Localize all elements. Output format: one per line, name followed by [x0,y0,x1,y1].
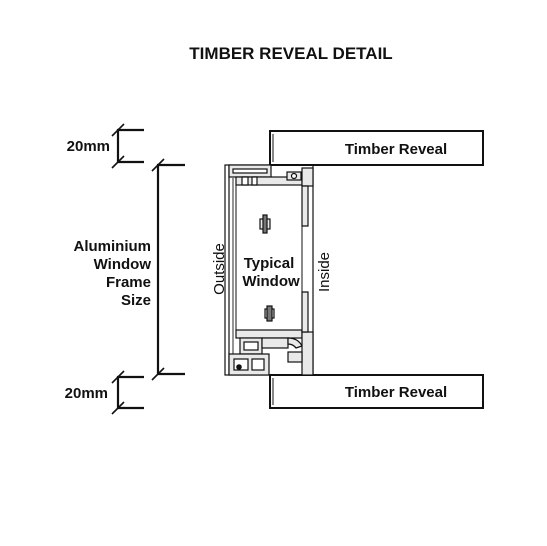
sill-profile [228,291,314,376]
timber-reveal-bottom-board [269,374,484,409]
bottom-20mm-label: 20mm [65,385,108,402]
diagram-title: TIMBER REVEAL DETAIL [189,44,392,63]
timber-reveal-top-board [269,130,484,166]
top-glazing-bead [259,214,271,234]
top-20mm-label: 20mm [67,138,110,155]
top-20mm-bracket [116,128,144,164]
timber-reveal-bottom-label: Timber Reveal [345,384,447,401]
bottom-20mm-dimension: 20mm [65,370,144,415]
inside-label: Inside [316,252,333,292]
window-label-line-1: Typical [244,255,295,272]
frame-size-label-line-2: Window [94,256,152,273]
frame-size-label-line-1: Aluminium [74,238,152,255]
outside-label: Outside [211,243,228,295]
bottom-20mm-bracket [116,375,144,410]
bottom-glazing-bead [264,305,275,322]
frame-size-dimension: Aluminium Window Frame Size [74,158,185,381]
window-frame-section [224,164,314,376]
timber-reveal-top: Timber Reveal [269,130,484,166]
head-profile [228,164,314,227]
top-20mm-dimension: 20mm [67,123,144,169]
frame-size-bracket [156,163,185,376]
frame-size-label-line-4: Size [121,292,151,309]
timber-reveal-top-label: Timber Reveal [345,141,447,158]
timber-reveal-bottom: Timber Reveal [269,374,484,409]
window-label-line-2: Window [242,273,300,290]
frame-size-label-line-3: Frame [106,274,151,291]
